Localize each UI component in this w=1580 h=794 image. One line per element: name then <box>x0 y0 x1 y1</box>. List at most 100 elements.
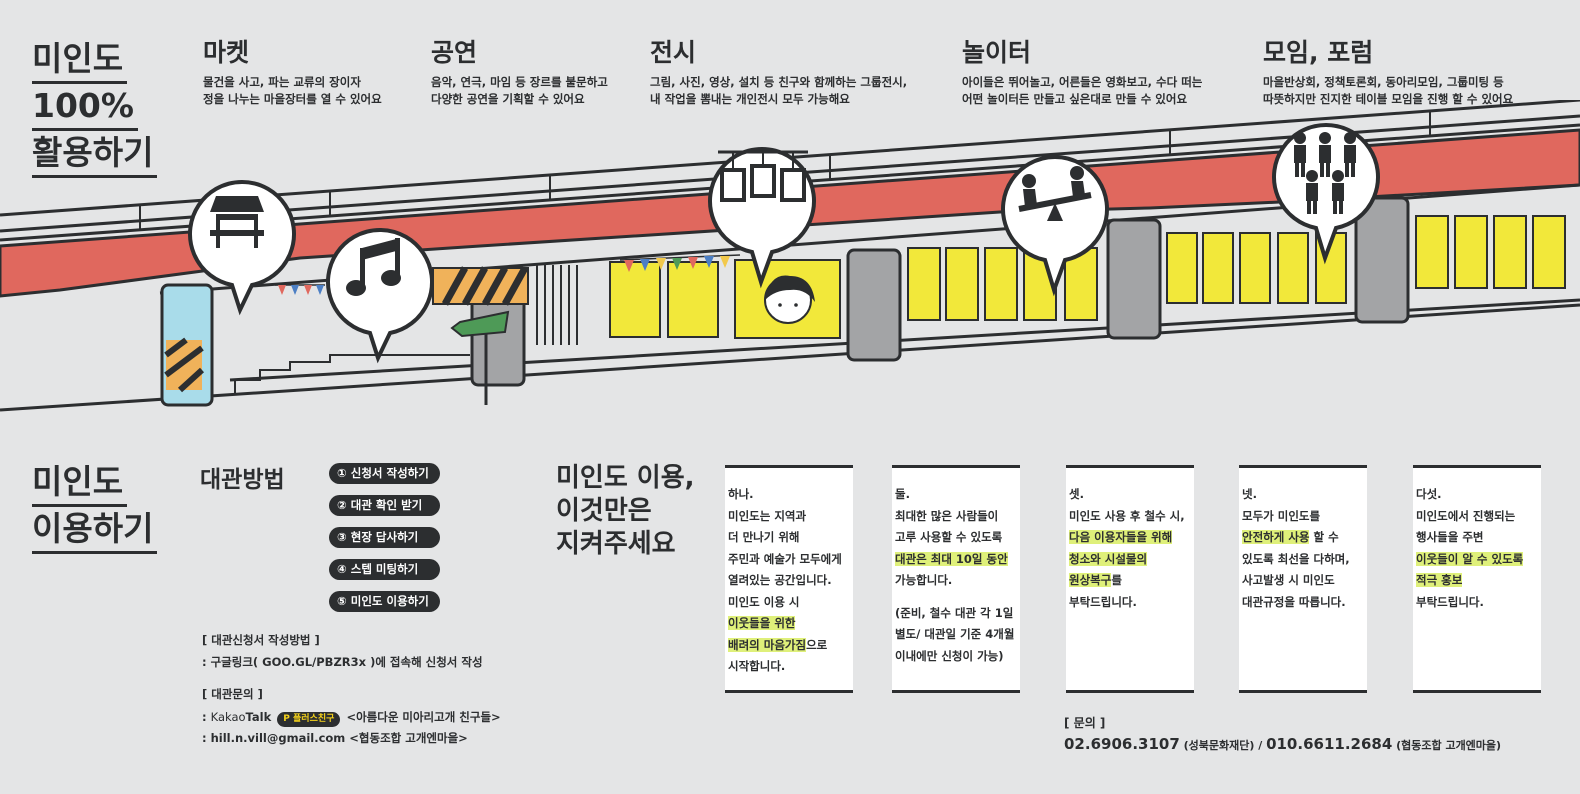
rule-text: 고루 사용할 수 있도록 <box>895 530 1003 544</box>
rule-text: 모두가 미인도를 <box>1242 508 1321 523</box>
rule-line: 원상복구를 <box>1069 570 1194 592</box>
rule-text: 사고발생 시 미인도 <box>1242 573 1335 587</box>
rule-line: 고루 사용할 수 있도록 <box>895 527 1020 549</box>
rule-text: 셋. <box>1069 487 1084 501</box>
rule-text: 다섯. <box>1416 487 1442 501</box>
step-5: ⑤ 미인도 이용하기 <box>329 591 440 612</box>
market-stall-icon <box>202 190 272 250</box>
rule-text: 이내에만 신청이 가능) <box>895 648 1004 663</box>
contact-phones: 02.6906.3107 (성북문화재단) / 010.6611.2684 (협… <box>1064 735 1501 753</box>
rule-line: 넷. <box>1242 484 1367 506</box>
email-contact[interactable]: : hill.n.vill@gmail.com <협동조합 고개엔마을> <box>202 731 468 745</box>
org-2: (협동조합 고개엔마을) <box>1392 739 1502 752</box>
title-line: 100% <box>32 84 138 131</box>
step-1: ① 신청서 작성하기 <box>329 463 440 484</box>
rule-text: 할 수 <box>1309 530 1339 544</box>
rule-line: (준비, 철수 대관 각 1일 <box>895 603 1020 625</box>
rule-line: 적극 홍보 <box>1416 570 1541 592</box>
highlighted-text: 배려의 마음가짐 <box>728 637 807 652</box>
kakao-prefix: : <box>202 710 211 724</box>
category-title: 마켓 <box>203 38 250 67</box>
rule-line: 안전하게 사용 할 수 <box>1242 527 1367 549</box>
category-title: 전시 <box>650 38 697 67</box>
section-title-utilization: 미인도 100% 활용하기 <box>32 37 158 178</box>
music-note-icon <box>342 236 408 296</box>
rule-line: 이웃들이 알 수 있도록 <box>1416 549 1541 571</box>
category-title: 모임, 포럼 <box>1263 38 1374 67</box>
rule-text: (준비, 철수 대관 각 1일 <box>895 605 1014 620</box>
seesaw-icon <box>1015 165 1095 225</box>
rule-line: 미인도에서 진행되는 <box>1416 506 1541 528</box>
overpass-illustration <box>0 100 1580 412</box>
rule-text: 부탁드립니다. <box>1416 594 1484 609</box>
highlighted-text: 이웃들이 알 수 있도록 <box>1416 551 1524 566</box>
highlighted-text: 원상복구 <box>1069 573 1112 587</box>
rule-text: 있도록 최선을 다하며, <box>1242 551 1350 566</box>
picture-frames-icon <box>718 148 808 210</box>
highlighted-text: 대관은 최대 10일 동안 <box>895 551 1008 566</box>
rule-line: 별도/ 대관일 기준 4개월 <box>895 624 1020 646</box>
rule-line: 셋. <box>1069 484 1194 506</box>
title-line: 미인도 <box>32 37 128 84</box>
rule-line: 미인도는 지역과 <box>728 506 853 528</box>
rule-line: 더 만나기 위해 <box>728 527 853 549</box>
highlighted-text: 안전하게 사용 <box>1242 530 1310 544</box>
step-3: ③ 현장 답사하기 <box>329 527 440 548</box>
rule-text: 행사들을 주변 <box>1416 530 1484 544</box>
org-1: (성북문화재단) / <box>1179 739 1267 752</box>
category-exhibition: 전시 그림, 사진, 영상, 설치 등 친구와 함께하는 그룹전시,내 작업을 … <box>650 38 907 108</box>
phone-2[interactable]: 010.6611.2684 <box>1266 735 1393 753</box>
rule-line: 다음 이용자들을 위해 <box>1069 527 1194 549</box>
category-title: 놀이터 <box>962 38 1032 67</box>
rule-text: 미인도 사용 후 철수 시, <box>1069 508 1185 523</box>
people-group-icon <box>1288 130 1362 214</box>
step-2: ② 대관 확인 받기 <box>329 495 440 516</box>
rule-text: 둘. <box>895 487 910 501</box>
rule-line: 행사들을 주변 <box>1416 527 1541 549</box>
rule-text: 열려있는 공간입니다. <box>728 573 832 587</box>
title-line: 미인도 <box>32 460 128 507</box>
rule-line: 최대한 많은 사람들이 <box>895 506 1020 528</box>
form-title: [ 대관신청서 작성방법 ] <box>202 633 320 647</box>
rule-line: 부탁드립니다. <box>1069 592 1194 614</box>
rule-line: 대관은 최대 10일 동안 <box>895 549 1020 571</box>
inquiry-title: [ 대관문의 ] <box>202 687 263 701</box>
rule-text: 주민과 예술가 모두에게 <box>728 551 842 566</box>
form-link[interactable]: : 구글링크( GOO.GL/PBZR3x )에 접속해 신청서 작성 <box>202 655 483 669</box>
rule-line: 미인도 이용 시 <box>728 592 853 614</box>
kakao-brand: Kakao <box>210 710 246 724</box>
rule-text: 넷. <box>1242 487 1257 501</box>
rule-line: 가능합니다. <box>895 570 1020 592</box>
rule-text: 으로 <box>806 637 828 652</box>
kakao-brand-talk: Talk <box>245 710 272 724</box>
rule-text: 최대한 많은 사람들이 <box>895 508 999 523</box>
highlighted-text: 적극 홍보 <box>1416 573 1463 587</box>
rule-line: 둘. <box>895 484 1020 506</box>
rule-line: 사고발생 시 미인도 <box>1242 570 1367 592</box>
section-title-usage: 미인도 이용하기 <box>32 460 158 554</box>
contact-label: [ 문의 ] <box>1064 716 1106 730</box>
rental-heading: 대관방법 <box>200 467 285 493</box>
rule-text: 미인도는 지역과 <box>728 508 807 523</box>
rules-title: 미인도 이용, 이것만은 지켜주세요 <box>556 463 695 559</box>
rule-line: 이웃들을 위한 <box>728 613 853 635</box>
rule-text: 부탁드립니다. <box>1069 594 1137 609</box>
phone-1[interactable]: 02.6906.3107 <box>1064 735 1180 753</box>
rule-line: 있도록 최선을 다하며, <box>1242 549 1367 571</box>
rule-line: 부탁드립니다. <box>1416 592 1541 614</box>
kakao-inquiry[interactable]: : KakaoTalk P 플러스친구 <아름다운 미아리고개 친구들> <box>202 709 501 727</box>
rule-text: 대관규정을 따릅니다. <box>1242 594 1346 609</box>
rule-line: 시작합니다. <box>728 656 853 678</box>
rule-line: 청소와 시설물의 <box>1069 549 1194 571</box>
rule-text: 미인도 이용 시 <box>728 594 800 609</box>
kakao-channel-name: <아름다운 미아리고개 친구들> <box>346 710 501 724</box>
